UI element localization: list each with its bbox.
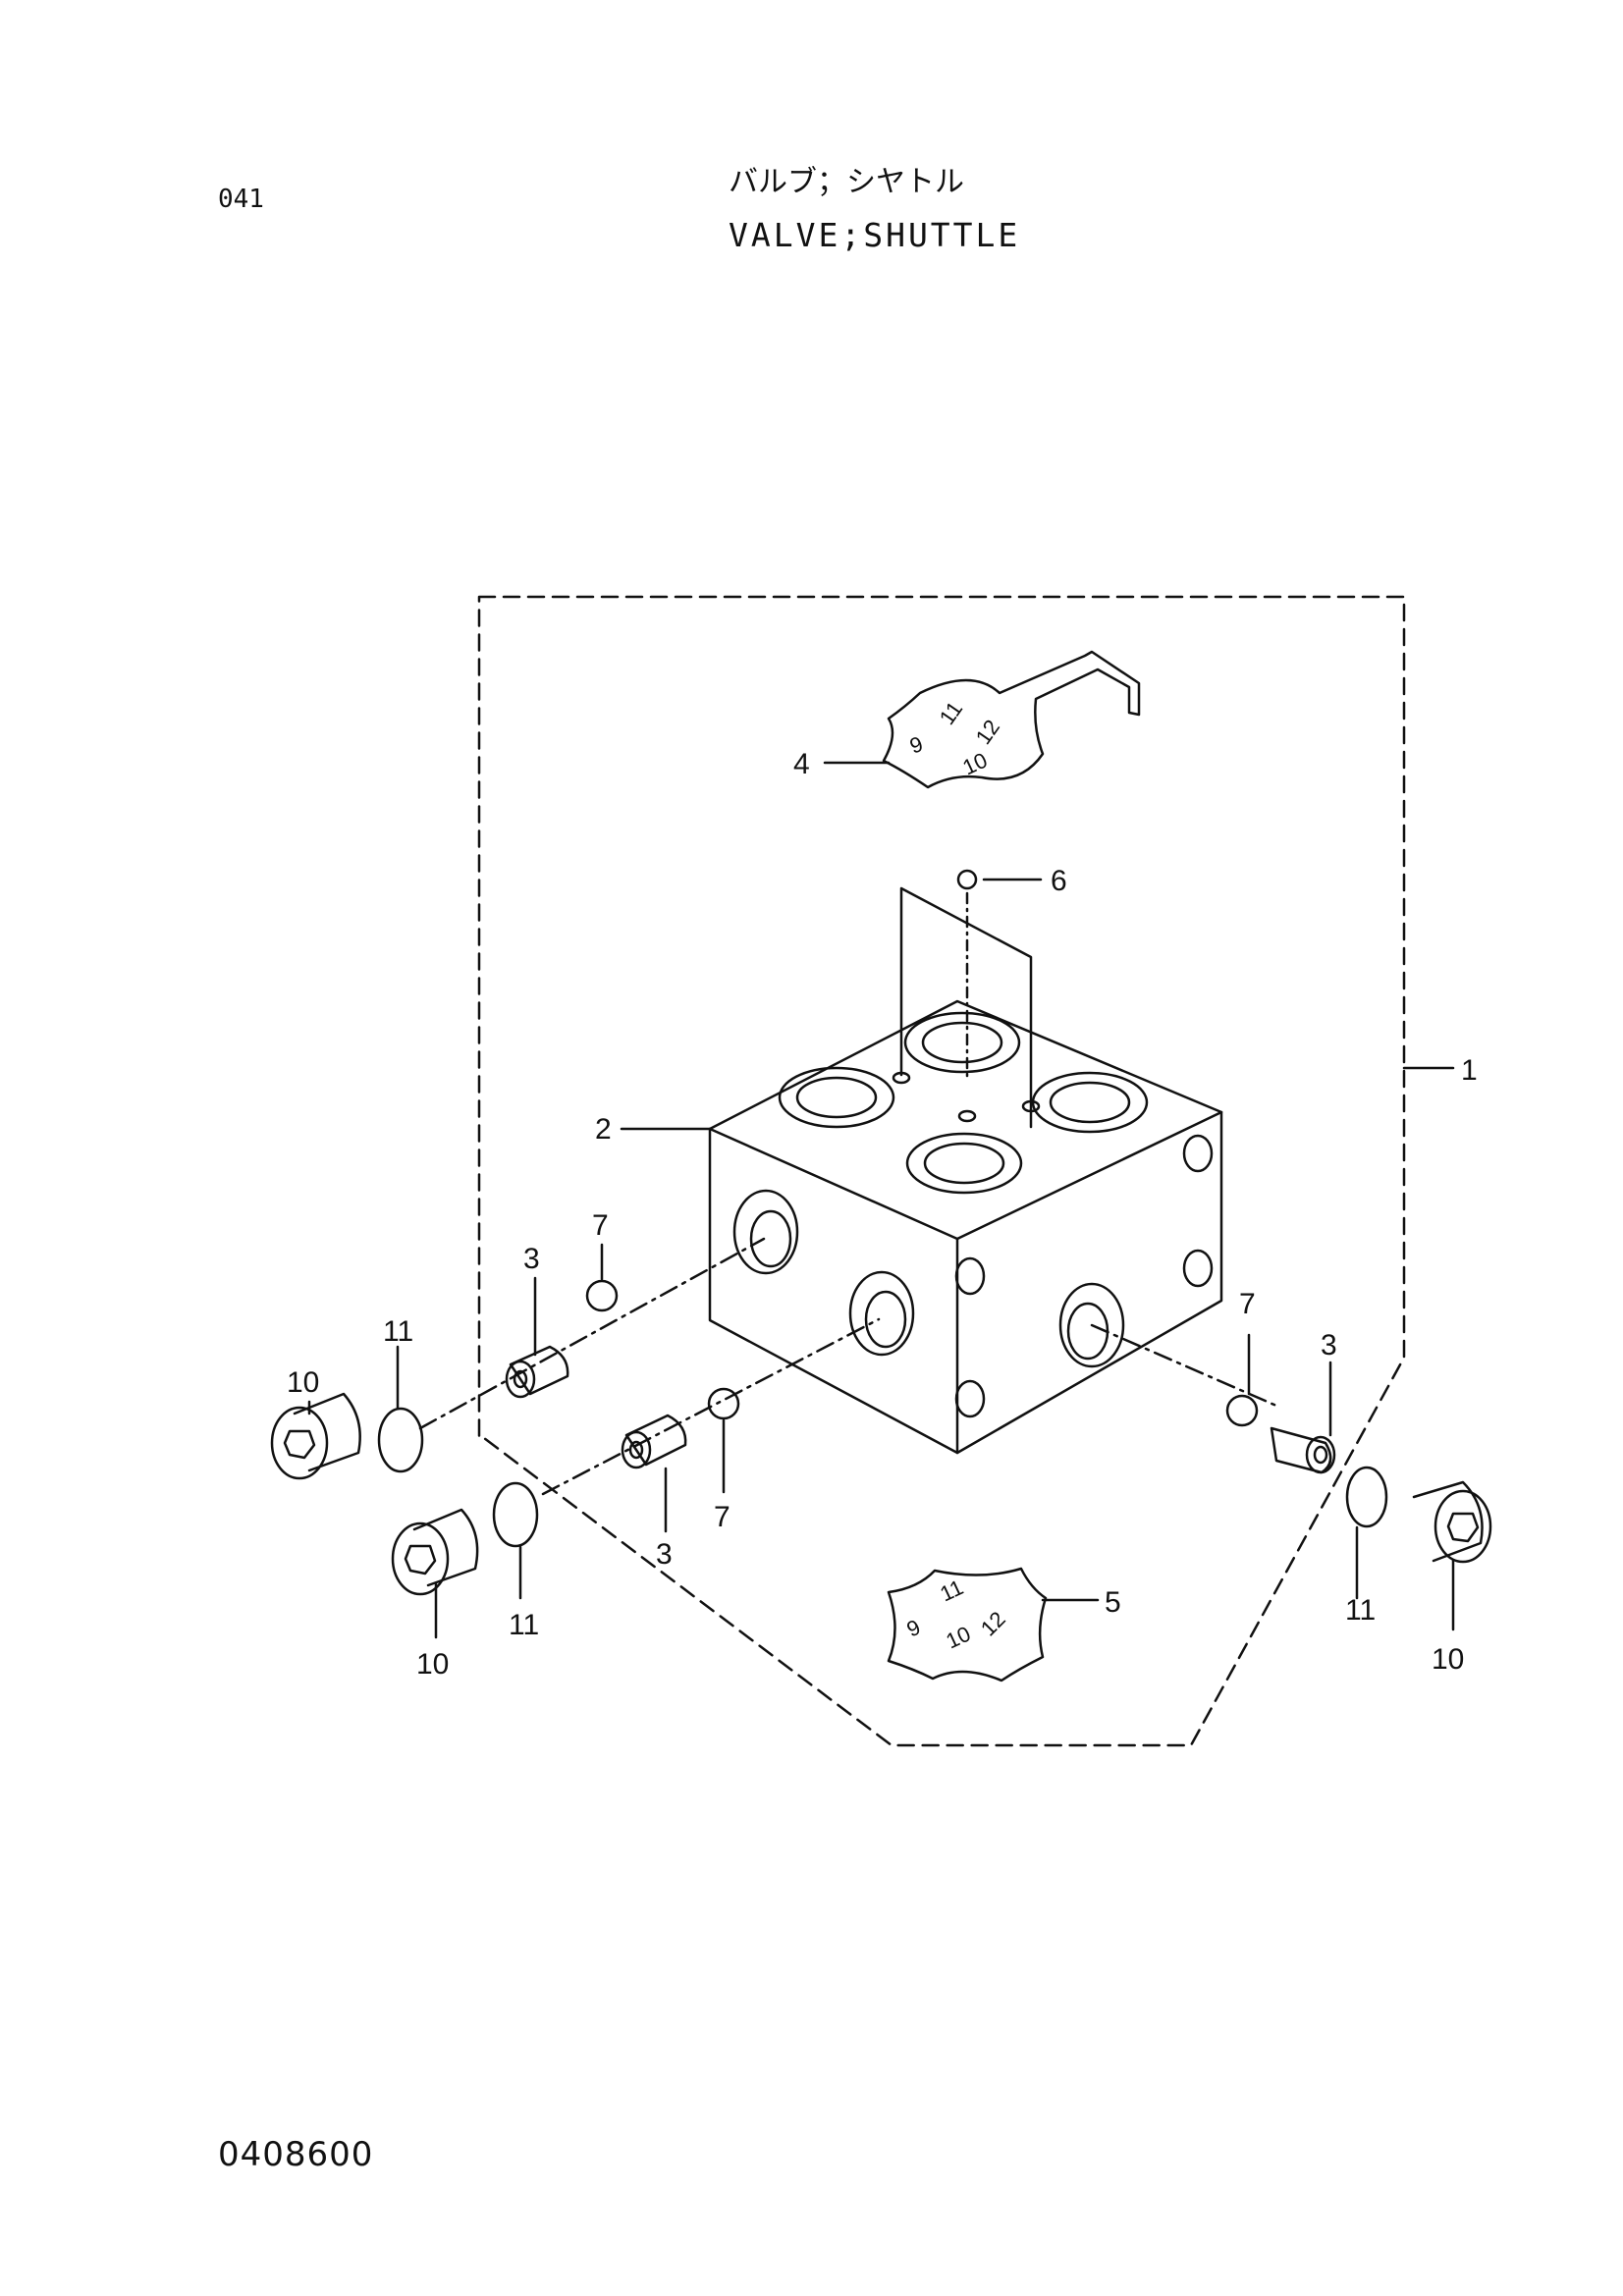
document-code: 0408600 <box>218 2135 374 2174</box>
callout-3-right: 3 <box>1321 1329 1337 1362</box>
page-number: 041 <box>218 185 264 214</box>
callout-11-right: 11 <box>1345 1594 1376 1627</box>
name-plate-5: 11 9 10 12 <box>887 1567 1048 1682</box>
callout-7-upper: 7 <box>592 1209 609 1242</box>
ball-7-right <box>1225 1394 1259 1427</box>
callout-11-middle: 11 <box>509 1609 539 1641</box>
plug-3-right <box>1270 1426 1336 1474</box>
plate4-label-10: 10 <box>959 748 992 780</box>
ball-7-lower <box>707 1387 740 1420</box>
callout-7-right: 7 <box>1239 1288 1256 1320</box>
callout-7-lower: 7 <box>714 1501 730 1533</box>
o-ring-11-right <box>1345 1466 1388 1528</box>
o-ring-11-left <box>377 1407 424 1473</box>
callout-1: 1 <box>1461 1054 1478 1087</box>
callout-3-lower: 3 <box>656 1538 673 1571</box>
plug-10-middle <box>391 1508 479 1596</box>
plug-10-right <box>1412 1480 1492 1564</box>
o-ring-11-middle <box>492 1481 539 1548</box>
plate4-label-11: 11 <box>935 697 968 729</box>
callout-10-left: 10 <box>287 1366 319 1399</box>
plug-10-left <box>270 1392 361 1480</box>
callout-2: 2 <box>595 1113 612 1146</box>
shuttle-valve-block <box>708 999 1223 1455</box>
name-plate-4: 9 11 12 10 <box>882 650 1141 789</box>
plug-3-lower <box>621 1414 687 1469</box>
plate5-label-11: 11 <box>937 1575 967 1606</box>
callout-5: 5 <box>1105 1586 1121 1619</box>
callout-10-middle: 10 <box>416 1648 449 1681</box>
plate5-label-12: 12 <box>976 1607 1010 1641</box>
ball-6 <box>956 869 978 890</box>
callout-6: 6 <box>1051 865 1067 897</box>
plate4-label-12: 12 <box>971 715 1005 748</box>
ball-7-upper <box>585 1279 619 1312</box>
plug-3-upper <box>505 1345 569 1399</box>
diagram-title: VALVE;SHUTTLE <box>729 216 1021 254</box>
callout-10-right: 10 <box>1432 1643 1464 1676</box>
callout-4: 4 <box>793 748 810 780</box>
centerline-6b <box>899 886 1033 1129</box>
callout-11-left: 11 <box>383 1315 413 1348</box>
plate4-label-9: 9 <box>906 731 926 759</box>
plate5-label-9: 9 <box>903 1615 925 1642</box>
plate5-label-10: 10 <box>943 1622 975 1654</box>
axis-left-upper <box>418 1237 766 1430</box>
axis-left-lower <box>541 1317 881 1496</box>
callout-3-upper: 3 <box>523 1243 540 1275</box>
axis-right <box>1090 1323 1278 1408</box>
diagram-title-japanese: バルブ；シヤトル <box>729 165 964 199</box>
